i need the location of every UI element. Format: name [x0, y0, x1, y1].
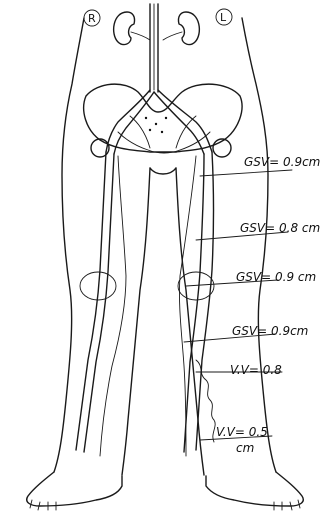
annotation-gsv-4: GSV= 0.9cm	[232, 324, 308, 338]
annotation-vv-2-line1: V.V= 0.5	[216, 425, 268, 439]
left-side-marker: L	[216, 9, 232, 25]
left-femoral-vein	[196, 152, 214, 450]
annotation-vv-1: V.V= 0.8	[230, 363, 282, 377]
left-knee	[178, 272, 214, 300]
right-femoral-vein	[76, 152, 106, 450]
left-iliac-vein	[158, 90, 212, 152]
right-foot	[27, 472, 122, 506]
left-foot	[206, 472, 303, 506]
body-outline-right	[54, 18, 84, 472]
annotation-vv-2-line2: cm	[236, 441, 254, 455]
left-kidney	[178, 12, 199, 45]
body-outline-left	[242, 18, 276, 472]
right-renal-vessel	[131, 32, 150, 40]
leader-line-gsv-1	[200, 170, 292, 176]
right-marker-label: R	[88, 12, 96, 25]
annotation-gsv-2: GSV= 0.8 cm	[240, 221, 320, 235]
left-renal-vessel	[163, 32, 182, 40]
annotation-gsv-3: GSV= 0.9 cm	[236, 270, 316, 284]
right-leg-inner-outline	[122, 168, 150, 475]
right-kidney	[114, 12, 135, 45]
left-marker-label: L	[220, 11, 227, 24]
right-side-marker: R	[84, 10, 100, 26]
annotation-gsv-1: GSV= 0.9cm	[244, 155, 320, 169]
